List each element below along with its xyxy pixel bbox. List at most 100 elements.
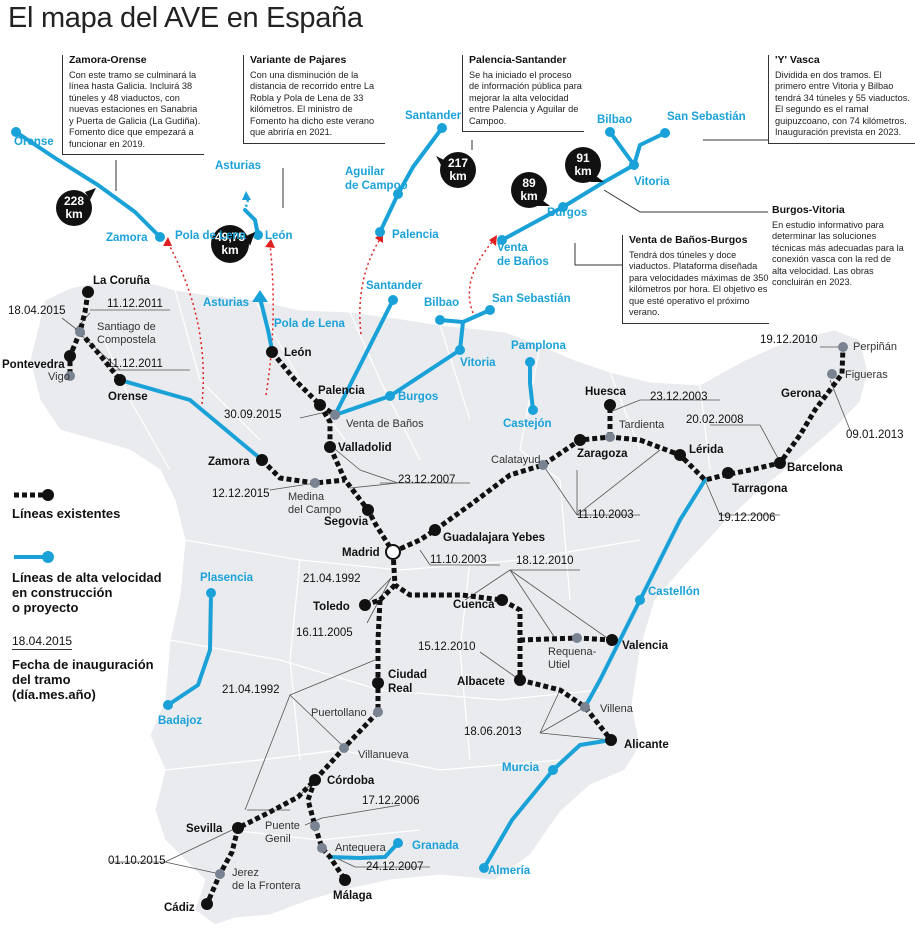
svg-text:Pontevedra: Pontevedra (2, 359, 65, 371)
svg-text:Vitoria: Vitoria (460, 357, 496, 369)
svg-text:Santiago de: Santiago de (97, 321, 156, 333)
svg-text:San Sebastián: San Sebastián (492, 293, 571, 305)
svg-text:Albacete: Albacete (457, 676, 505, 688)
svg-text:11.12.2011: 11.12.2011 (107, 358, 163, 370)
hs-stations (11, 123, 670, 873)
svg-text:Asturias: Asturias (203, 297, 249, 309)
legend-existing-label: Líneas existentes (12, 506, 121, 521)
svg-text:de Campoo: de Campoo (345, 180, 408, 192)
svg-text:Guadalajara Yebes: Guadalajara Yebes (443, 532, 545, 544)
svg-text:Badajoz: Badajoz (158, 715, 202, 727)
svg-text:Tardienta: Tardienta (619, 419, 665, 431)
arrow-heads (163, 232, 497, 248)
svg-text:Barcelona: Barcelona (787, 462, 843, 474)
info-pajares: Variante de Pajares Con una disminución … (243, 54, 385, 144)
svg-text:km: km (574, 164, 591, 178)
svg-text:Palencia: Palencia (318, 385, 365, 397)
svg-text:Sevilla: Sevilla (186, 823, 223, 835)
inset-labels: Orense Zamora Asturias Pola de Lena León… (14, 110, 746, 268)
svg-text:Madrid: Madrid (342, 547, 380, 559)
svg-text:Granada: Granada (412, 840, 459, 852)
legend-date-meaning: Fecha de inauguración del tramo (día.mes… (12, 657, 154, 702)
svg-text:09.01.2013: 09.01.2013 (846, 429, 904, 441)
svg-text:Castellón: Castellón (648, 586, 700, 598)
svg-text:Aguilar: Aguilar (345, 166, 385, 178)
svg-text:Utiel: Utiel (548, 659, 570, 671)
svg-text:21.04.1992: 21.04.1992 (303, 573, 361, 585)
svg-text:228: 228 (64, 194, 84, 208)
svg-text:Venta: Venta (497, 242, 528, 254)
svg-text:Asturias: Asturias (215, 160, 261, 172)
svg-text:Pola de Lena: Pola de Lena (175, 230, 247, 242)
pola-arrow-icon (252, 290, 268, 302)
svg-text:217: 217 (448, 156, 468, 170)
svg-text:11.10.2003: 11.10.2003 (430, 554, 487, 566)
svg-text:km: km (520, 189, 537, 203)
svg-text:de la Frontera: de la Frontera (232, 880, 301, 892)
svg-text:de Baños: de Baños (497, 256, 549, 268)
svg-text:18.04.2015: 18.04.2015 (8, 305, 66, 317)
svg-text:Burgos: Burgos (547, 207, 587, 219)
info-venta-burgos: Venta de Baños-Burgos Tendrá dos túneles… (622, 234, 769, 324)
svg-text:Requena-: Requena- (548, 646, 597, 658)
svg-text:Bilbao: Bilbao (597, 114, 632, 126)
svg-text:Pola de Lena: Pola de Lena (274, 318, 346, 330)
svg-text:Pamplona: Pamplona (511, 340, 567, 352)
svg-text:Puertollano: Puertollano (311, 707, 367, 719)
existing-stations (64, 286, 786, 910)
inset-hs-lines (14, 126, 667, 242)
km-badge-89: 89 km (511, 172, 550, 208)
svg-text:Almería: Almería (488, 865, 531, 877)
svg-text:Huesca: Huesca (585, 386, 627, 398)
info-palencia-santander: Palencia-Santander Se ha iniciado el pro… (462, 54, 584, 132)
info-leaders (115, 139, 768, 266)
svg-text:Valladolid: Valladolid (338, 442, 392, 454)
km-badge-217: 217 km (436, 152, 476, 188)
km-badge-228: 228 km (56, 188, 96, 226)
minor-stations (65, 327, 848, 879)
city-labels: La Coruña Santiago de Compostela Ponteve… (2, 275, 897, 914)
svg-text:19.12.2006: 19.12.2006 (718, 512, 776, 524)
svg-text:Calatayud: Calatayud (491, 454, 541, 466)
svg-text:49,75: 49,75 (215, 230, 245, 244)
svg-text:30.09.2015: 30.09.2015 (224, 409, 282, 421)
svg-text:Bilbao: Bilbao (424, 297, 459, 309)
svg-text:Burgos: Burgos (398, 391, 438, 403)
svg-text:León: León (265, 230, 292, 242)
svg-text:16.11.2005: 16.11.2005 (296, 627, 353, 639)
legend-date-sample: 18.04.2015 (12, 634, 73, 650)
svg-text:Valencia: Valencia (622, 640, 669, 652)
svg-text:Castejón: Castejón (503, 418, 552, 430)
svg-text:Puente: Puente (265, 820, 300, 832)
svg-text:San Sebastián: San Sebastián (667, 111, 746, 123)
svg-text:León: León (284, 347, 311, 359)
svg-text:Zamora: Zamora (106, 232, 148, 244)
svg-text:del Campo: del Campo (288, 504, 341, 516)
inauguration-dates: 18.04.2015 11.12.2011 11.12.2011 30.09.2… (8, 298, 904, 873)
svg-text:Antequera: Antequera (335, 842, 387, 854)
svg-text:01.10.2015: 01.10.2015 (108, 855, 166, 867)
svg-text:11.10.2003: 11.10.2003 (577, 509, 634, 521)
km-badge-4975: 49,75 km (211, 225, 255, 263)
svg-text:19.12.2010: 19.12.2010 (760, 334, 818, 346)
svg-text:Vigo: Vigo (48, 371, 70, 383)
svg-text:Cuenca: Cuenca (453, 599, 495, 611)
svg-text:Murcia: Murcia (502, 762, 540, 774)
km-badge-91: 91 km (565, 147, 604, 183)
svg-text:Villena: Villena (600, 703, 634, 715)
svg-text:Segovia: Segovia (324, 516, 369, 528)
legend-hs-label: Líneas de alta velocidad en construcción… (12, 570, 162, 615)
info-y-vasca: 'Y' Vasca Dividida en dos tramos. El pri… (768, 54, 915, 144)
svg-text:La Coruña: La Coruña (93, 275, 150, 287)
svg-text:Santander: Santander (405, 110, 462, 122)
svg-text:17.12.2006: 17.12.2006 (362, 795, 420, 807)
svg-text:Córdoba: Córdoba (327, 775, 375, 787)
connector-arcs (167, 238, 494, 405)
svg-text:23.12.2007: 23.12.2007 (398, 474, 456, 486)
svg-text:89: 89 (522, 176, 536, 190)
svg-text:Alicante: Alicante (624, 739, 669, 751)
svg-text:Orense: Orense (108, 391, 148, 403)
svg-text:Zaragoza: Zaragoza (577, 448, 628, 460)
svg-text:12.12.2015: 12.12.2015 (212, 488, 270, 500)
